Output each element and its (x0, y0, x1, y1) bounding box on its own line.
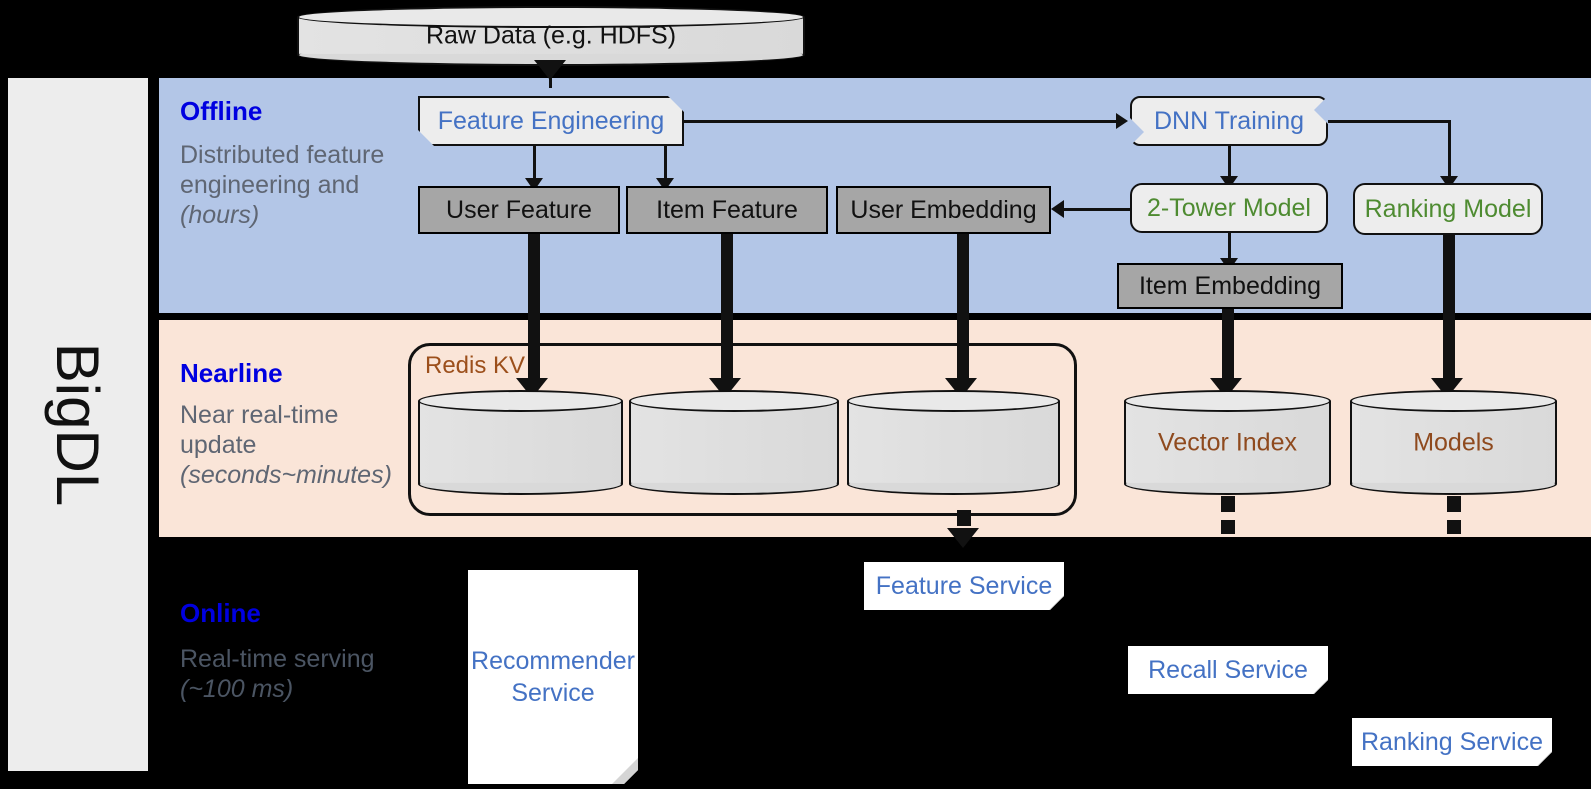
pipe-userfeature-redis (528, 234, 540, 384)
user-feature-node[interactable]: User Feature (418, 186, 620, 234)
user-embedding-label: User Embedding (850, 195, 1037, 224)
arrow-fe-dnn (1116, 113, 1128, 129)
dnn-training-label: DNN Training (1153, 106, 1305, 135)
cylinder-body (629, 401, 839, 484)
dash-models-a (1447, 496, 1461, 512)
connector-fe-itemfeature (664, 146, 667, 182)
item-embedding-node[interactable]: Item Embedding (1117, 263, 1343, 309)
feature-service-node[interactable]: Feature Service (864, 562, 1064, 610)
feature-engineering-label: Feature Engineering (437, 106, 665, 135)
arrow-twotower-userembedding (1051, 200, 1064, 218)
vector-index-label: Vector Index (1158, 428, 1297, 456)
section-title-offline: Offline (180, 96, 263, 126)
nearline-sub-text: Near real-time update (180, 401, 339, 459)
bigdl-platform-sidebar: BigDL (8, 78, 148, 771)
cylinder-body (847, 401, 1060, 484)
nearline-sub-em: (seconds~minutes) (180, 461, 392, 489)
cylinder-top (1350, 390, 1557, 412)
connector-twotower-userembedding (1064, 208, 1132, 211)
connector-fe-dnn (684, 120, 1116, 123)
feature-service-label: Feature Service (875, 571, 1053, 600)
ranking-model-node[interactable]: Ranking Model (1353, 183, 1543, 235)
ranking-service-label: Ranking Service (1360, 727, 1544, 756)
section-subtitle-offline: Distributed feature engineering and (hou… (180, 140, 410, 230)
connector-dnn-ranking-h (1328, 120, 1450, 123)
section-title-online: Online (180, 598, 261, 628)
section-subtitle-nearline: Near real-time update (seconds~minutes) (180, 400, 410, 490)
cylinder-top (1124, 390, 1331, 412)
arrow-rawdata-fe (534, 60, 566, 80)
two-tower-model-node[interactable]: 2-Tower Model (1130, 183, 1328, 233)
two-tower-model-label: 2-Tower Model (1147, 193, 1311, 222)
pipe-rankingmodel-models (1443, 235, 1455, 384)
arrow-redis-featureservice (947, 528, 979, 548)
connector-dnn-ranking-v (1448, 120, 1451, 180)
dnn-training-node[interactable]: DNN Training (1130, 96, 1328, 146)
raw-data-label: Raw Data (e.g. HDFS) (425, 21, 677, 50)
dash-vectorindex-a (1221, 496, 1235, 512)
vector-index-cylinder[interactable]: Vector Index (1124, 390, 1331, 495)
item-embedding-label: Item Embedding (1138, 271, 1322, 300)
pipe-itememb-vectorindex (1222, 309, 1234, 384)
cylinder-body (1124, 401, 1331, 484)
recommender-service-label: Recommender Service (471, 647, 635, 707)
cylinder-body (418, 401, 623, 484)
redis-kv-container (408, 343, 1077, 516)
cylinder-body (1350, 401, 1557, 484)
dash-models-b (1447, 520, 1461, 534)
recommender-service-node[interactable]: Recommender Service (468, 570, 638, 784)
dash-redis-featureservice (957, 510, 971, 526)
section-subtitle-online: Real-time serving (~100 ms) (180, 644, 410, 704)
bigdl-label: BigDL (44, 342, 112, 507)
recall-service-label: Recall Service (1148, 655, 1308, 684)
redis-cylinder-user-embedding[interactable] (847, 390, 1060, 495)
item-feature-label: Item Feature (656, 195, 798, 224)
user-feature-label: User Feature (446, 195, 592, 224)
pipe-itemfeature-redis (721, 234, 733, 384)
redis-cylinder-user-feature[interactable] (418, 390, 623, 495)
connector-fe-userfeature (533, 146, 536, 182)
ranking-model-label: Ranking Model (1364, 194, 1532, 223)
raw-data-cylinder: Raw Data (e.g. HDFS) (297, 6, 805, 66)
connector-dnn-twotower (1228, 146, 1231, 180)
pipe-userembedding-redis (957, 234, 969, 384)
cylinder-top (418, 390, 623, 412)
dash-vectorindex-b (1221, 520, 1235, 534)
redis-kv-label: Redis KV (425, 352, 526, 379)
models-label: Models (1413, 428, 1494, 456)
item-feature-node[interactable]: Item Feature (626, 186, 828, 234)
online-sub-em: (~100 ms) (180, 675, 294, 703)
connector-twotower-itememb (1228, 233, 1231, 263)
cylinder-top (297, 6, 805, 28)
user-embedding-node[interactable]: User Embedding (836, 186, 1051, 234)
ranking-service-node[interactable]: Ranking Service (1352, 718, 1552, 766)
recall-service-node[interactable]: Recall Service (1128, 646, 1328, 694)
feature-engineering-node[interactable]: Feature Engineering (418, 96, 684, 146)
online-sub-text: Real-time serving (180, 645, 375, 673)
cylinder-top (629, 390, 839, 412)
offline-sub-text: Distributed feature engineering and (180, 141, 385, 199)
section-title-nearline: Nearline (180, 358, 283, 388)
offline-sub-em: (hours) (180, 201, 260, 229)
cylinder-top (847, 390, 1060, 412)
redis-cylinder-item-feature[interactable] (629, 390, 839, 495)
models-cylinder[interactable]: Models (1350, 390, 1557, 495)
